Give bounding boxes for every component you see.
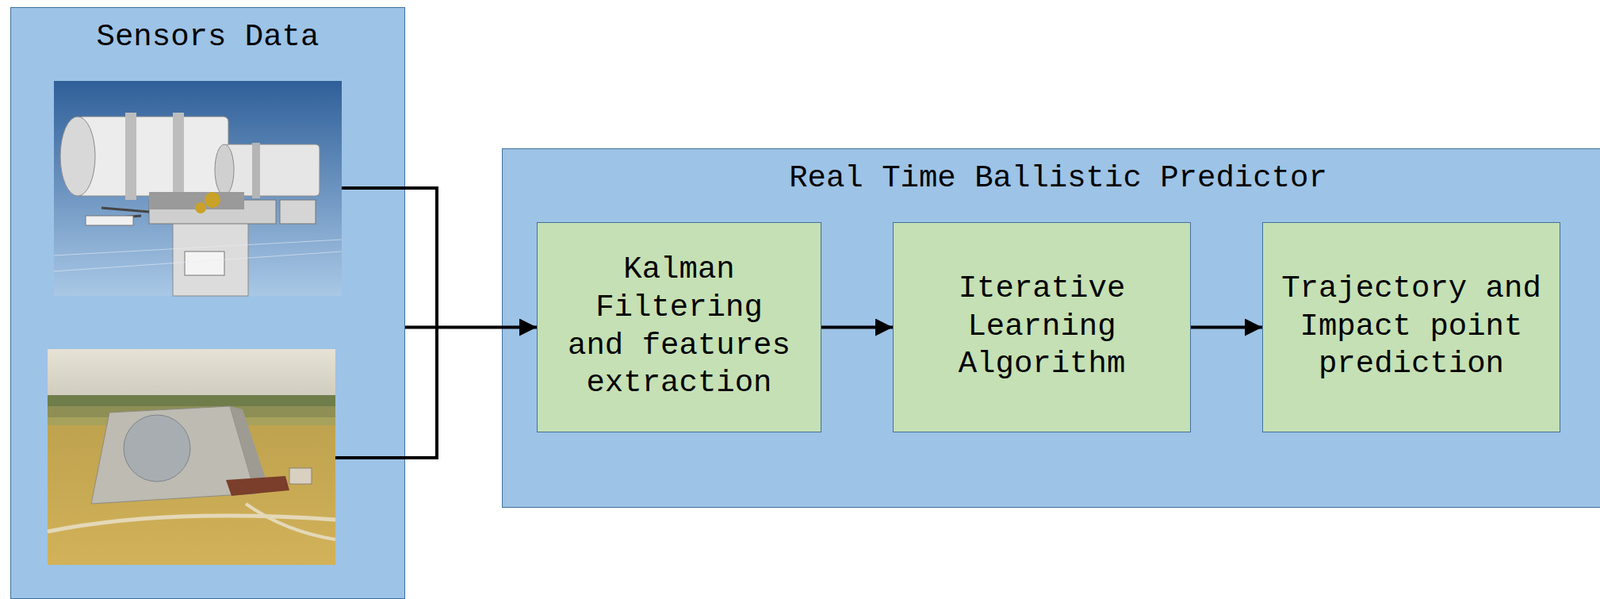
group-panel: Real Time Ballistic PredictorKalman Filt…: [501, 148, 1600, 508]
process-box: Kalman Filtering and features extraction: [536, 222, 822, 433]
flow-arrow: [1190, 325, 1263, 330]
flow-arrow: [821, 325, 893, 330]
box-label: Trajectory and Impact point prediction: [1276, 270, 1547, 384]
process-box: Trajectory and Impact point prediction: [1262, 222, 1561, 433]
box-label: Iterative Learning Algorithm: [907, 270, 1177, 384]
process-box: Iterative Learning Algorithm: [892, 222, 1191, 433]
panel-title: Real Time Ballistic Predictor: [502, 149, 1600, 199]
panel-title: Sensors Data: [11, 7, 405, 58]
flow-arrow: [405, 325, 537, 330]
sensor-wire: [335, 187, 437, 458]
radar-photo: [47, 348, 336, 565]
box-label: Kalman Filtering and features extraction: [563, 251, 796, 402]
telescope-photo: [53, 80, 342, 296]
